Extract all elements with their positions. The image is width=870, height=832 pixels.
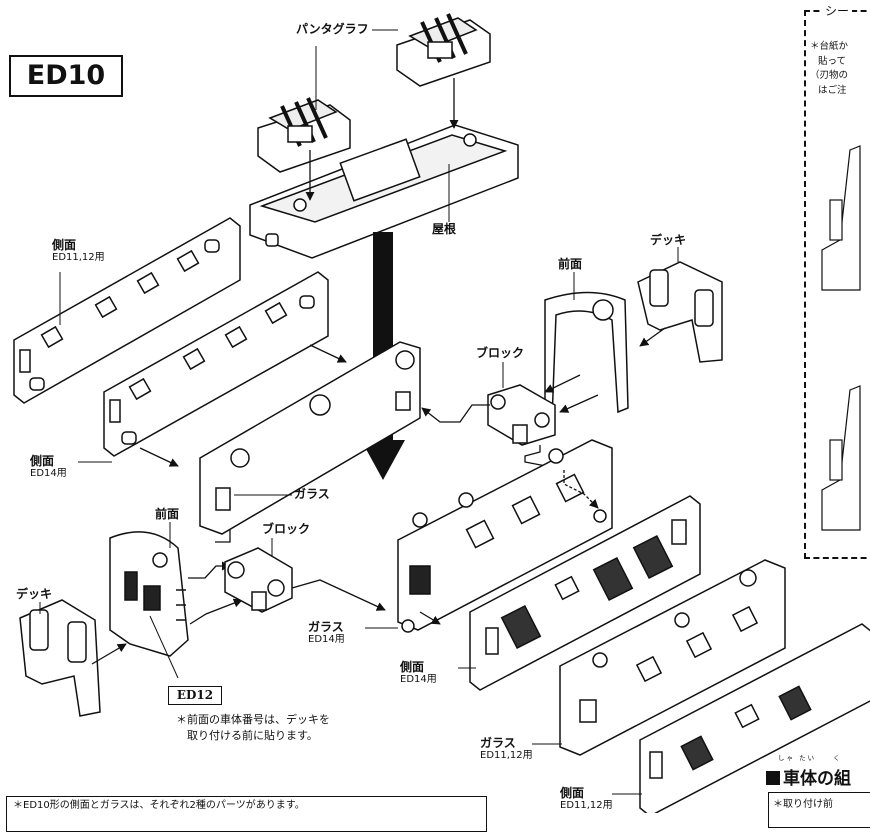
label-glass-ed14-main: ガラス — [308, 620, 344, 634]
label-glass-ed14-sub: ED14用 — [308, 634, 345, 646]
diagram-canvas: ED10 パンタグラフ 屋根 側面 ED11,12用 デッキ 前面 ブロック 側… — [6, 2, 870, 832]
label-pantograph: パンタグラフ — [296, 22, 369, 36]
label-glass-ed1112-sub: ED11,12用 — [480, 750, 533, 762]
glass-part-mid — [199, 341, 421, 535]
block-part-upper — [487, 384, 556, 446]
label-side-ed14-left-sub: ED14用 — [30, 468, 67, 480]
label-side-ed1112-bottom-main: 側面 — [560, 786, 585, 800]
label-side-ed14-right-sub: ED14用 — [400, 674, 437, 686]
front-part-lower — [109, 531, 189, 657]
label-front-lower: 前面 — [155, 507, 180, 521]
label-glass-ed14: ガラス ED14用 — [308, 620, 345, 646]
label-side-ed1112-bottom-sub: ED11,12用 — [560, 800, 613, 812]
front-part-upper — [544, 291, 629, 421]
front-note-line-1: ＊前面の車体番号は、デッキを — [176, 713, 330, 726]
block-part-lower — [224, 547, 293, 613]
label-side-ed14-right: 側面 ED14用 — [400, 660, 437, 686]
label-side-ed1112-bottom: 側面 ED11,12用 — [560, 786, 613, 812]
label-side-ed1112-main: 側面 — [52, 238, 77, 252]
ed12-tag: ED12 — [168, 686, 222, 705]
section-note-box: ＊取り付け前 — [768, 792, 870, 828]
label-roof: 屋根 — [432, 222, 457, 236]
side-panel-ed14-right — [469, 495, 701, 691]
deck-part-left — [19, 599, 101, 717]
section-title-ruby: しゃ たい く — [778, 754, 842, 762]
label-block-upper: ブロック — [476, 346, 525, 360]
seal-sheet-preview — [821, 145, 861, 531]
label-glass-mid: ガラス — [294, 487, 330, 501]
seal-note-line-1: ＊台紙か — [810, 41, 849, 52]
side-panel-ed1112-bottom — [639, 623, 870, 813]
label-glass-ed1112: ガラス ED11,12用 — [480, 736, 533, 762]
label-side-ed14-left: 側面 ED14用 — [30, 454, 67, 480]
label-front-upper: 前面 — [558, 257, 583, 271]
label-deck-left: デッキ — [16, 587, 53, 601]
side-panel-ed1112-upper — [13, 217, 241, 404]
label-side-ed1112: 側面 ED11,12用 — [52, 238, 105, 264]
roof-part — [249, 124, 519, 259]
pantograph-right — [396, 13, 491, 87]
glass-part-ed1112 — [559, 559, 786, 756]
seal-note-line-4: はご注 — [818, 85, 847, 97]
bottom-note-box: ＊ED10形の側面とガラスは、それぞれ2種のパーツがあります。 — [6, 796, 487, 832]
section-title-text: 車体の組 — [783, 769, 851, 789]
front-number-note: ＊前面の車体番号は、デッキを 取り付ける前に貼ります。 — [176, 712, 330, 744]
glass-part-ed14 — [397, 439, 613, 633]
seal-note-line-2: 貼って — [818, 55, 847, 67]
label-block-lower: ブロック — [262, 522, 311, 536]
seal-box-note: ＊台紙か 貼って （刃物の はご注 — [810, 40, 848, 99]
seal-note-line-3: （刃物の — [810, 70, 849, 82]
front-note-line-2: 取り付ける前に貼ります。 — [187, 728, 318, 742]
section-square-icon — [766, 771, 780, 785]
label-side-ed1112-sub: ED11,12用 — [52, 252, 105, 264]
seal-box-title: シー — [822, 2, 853, 19]
section-title: 車体の組 — [766, 764, 851, 789]
model-title: ED10 — [9, 55, 123, 97]
label-deck-right: デッキ — [650, 233, 687, 247]
assembly-drawing — [13, 13, 870, 813]
deck-part-right — [637, 261, 723, 363]
side-panel-ed14-left — [103, 271, 329, 457]
label-glass-ed1112-main: ガラス — [480, 736, 516, 750]
label-side-ed14-left-main: 側面 — [30, 454, 55, 468]
pantograph-left — [257, 97, 351, 173]
label-side-ed14-right-main: 側面 — [400, 660, 425, 674]
